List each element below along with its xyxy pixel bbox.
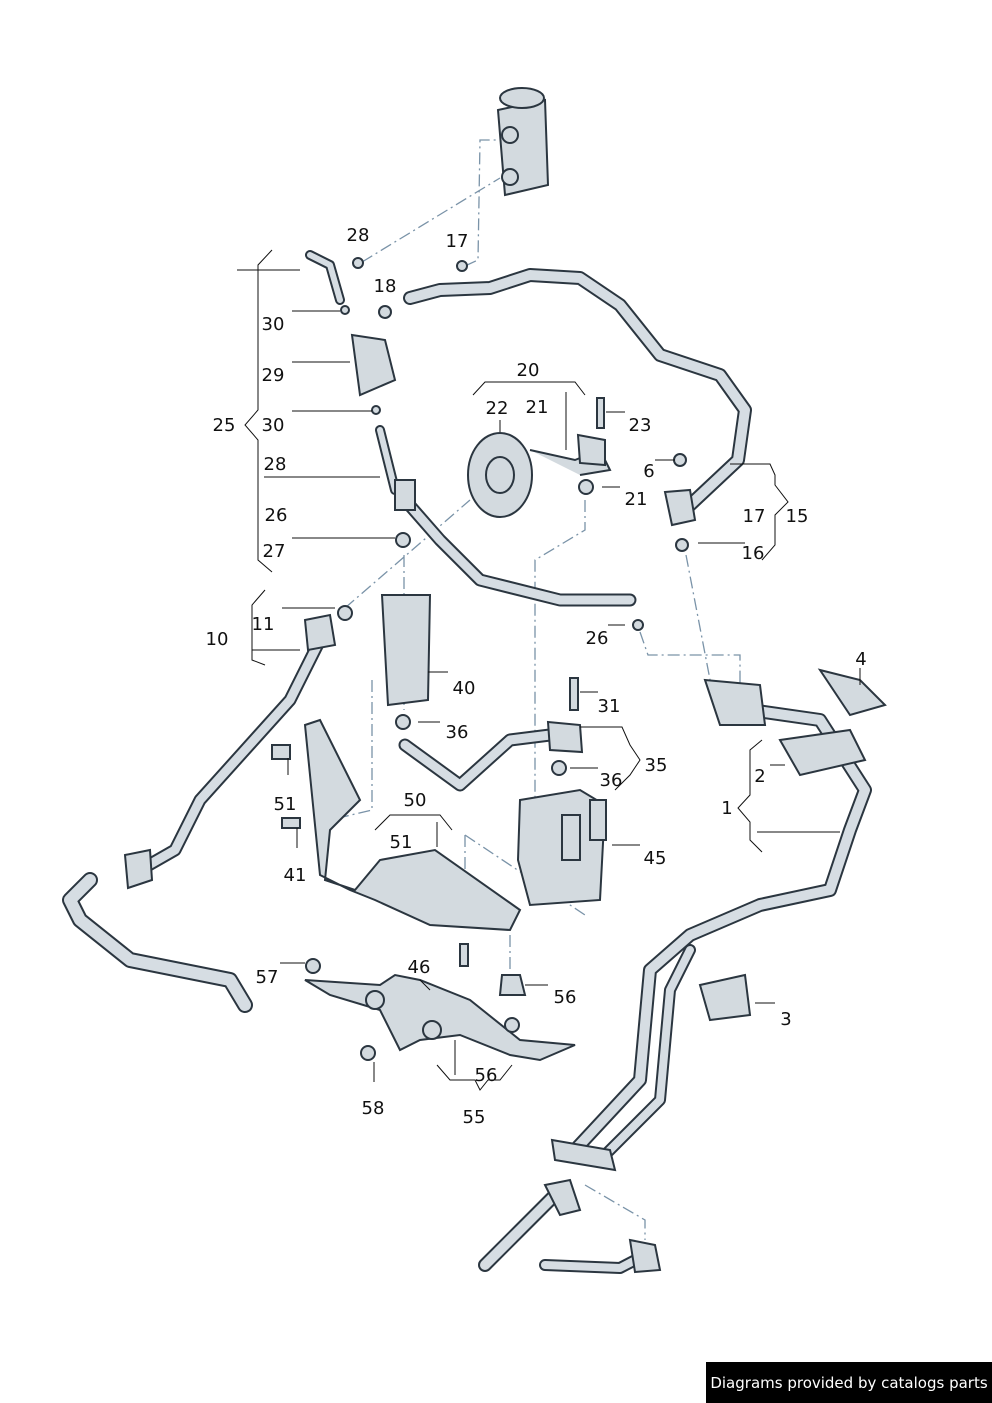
refrigerant-lines: [62, 250, 872, 1274]
callout-label: 15: [785, 506, 809, 527]
callout-label: 18: [373, 276, 397, 297]
callout-label: 55: [462, 1107, 486, 1128]
callout-label: 10: [205, 629, 229, 650]
callout-label: 36: [445, 722, 469, 743]
expansion-valve: [496, 87, 550, 197]
callout-label: 4: [855, 649, 867, 670]
callout-label: 29: [261, 365, 285, 386]
callout-label: 46: [407, 957, 431, 978]
callout-label: 16: [741, 543, 765, 564]
callout-label: 2: [754, 766, 766, 787]
callout-label: 6: [643, 461, 655, 482]
callout-label: 27: [262, 541, 286, 562]
callout-label: 21: [624, 489, 648, 510]
callout-label: 1: [721, 798, 733, 819]
attribution-banner: Diagrams provided by catalogs parts: [706, 1362, 992, 1403]
callout-label: 20: [516, 360, 540, 381]
callout-label: 41: [283, 865, 307, 886]
callout-label: 40: [452, 678, 476, 699]
callout-label: 36: [599, 770, 623, 791]
callout-label: 17: [742, 506, 766, 527]
callout-label: 51: [273, 794, 297, 815]
components: [123, 257, 887, 1274]
callout-label: 58: [361, 1098, 385, 1119]
callout-label: 56: [553, 987, 577, 1008]
callout-label: 11: [251, 614, 275, 635]
callout-label: 28: [263, 454, 287, 475]
callout-label: 26: [585, 628, 609, 649]
callout-label: 23: [628, 415, 652, 436]
callout-label: 22: [485, 398, 509, 419]
callout-label: 28: [346, 225, 370, 246]
leader-lines: [237, 249, 861, 1091]
callout-label: 26: [264, 505, 288, 526]
callout-label: 30: [261, 415, 285, 436]
callout-label: 45: [643, 848, 667, 869]
callout-label: 30: [261, 314, 285, 335]
callout-label: 31: [597, 696, 621, 717]
callout-label: 35: [644, 755, 668, 776]
callout-label: 3: [780, 1009, 792, 1030]
callout-label: 25: [212, 415, 236, 436]
callout-label: 50: [403, 790, 427, 811]
callout-label: 56: [474, 1065, 498, 1086]
callout-label: 21: [525, 397, 549, 418]
callout-label: 57: [255, 967, 279, 988]
callout-label: 51: [389, 832, 413, 853]
callout-label: 17: [445, 231, 469, 252]
